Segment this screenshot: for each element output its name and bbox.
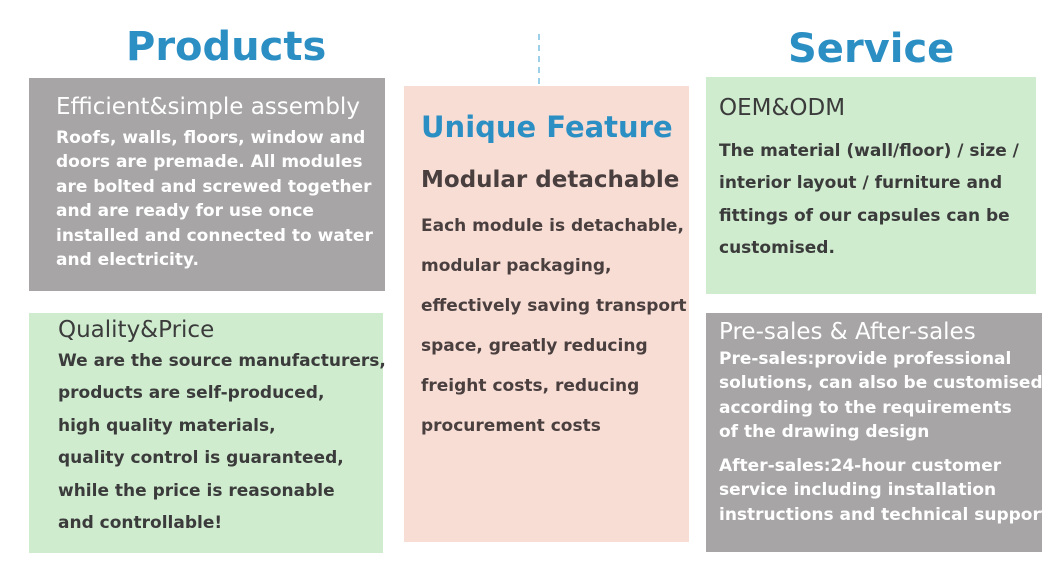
quality-price-card: Quality&Price We are the source manufact… bbox=[29, 313, 386, 553]
presales-line: according to the requirements bbox=[719, 397, 1012, 418]
oem-line: interior layout / furniture and bbox=[719, 173, 1003, 194]
unique-feature-heading: Unique Feature bbox=[421, 110, 673, 144]
quality-line: We are the source manufacturers, bbox=[58, 350, 386, 371]
oem-line: The material (wall/floor) / size / bbox=[719, 140, 1019, 161]
pre-after-sales-card: Pre-sales & After-sales Pre-sales:provid… bbox=[706, 313, 1049, 552]
quality-line: high quality materials, bbox=[58, 415, 276, 436]
pre-after-sales-title: Pre-sales & After-sales bbox=[719, 319, 976, 345]
quality-line: quality control is guaranteed, bbox=[58, 448, 344, 469]
efficient-line: and are ready for use once bbox=[56, 201, 314, 222]
aftersales-line: After-sales:24-hour customer bbox=[719, 455, 1002, 476]
unique-line: freight costs, reducing bbox=[421, 376, 640, 397]
quality-line: while the price is reasonable bbox=[58, 480, 335, 501]
quality-price-text: We are the source manufacturers, product… bbox=[58, 345, 386, 540]
presales-line: of the drawing design bbox=[719, 422, 930, 443]
aftersales-line: instructions and technical support bbox=[719, 504, 1049, 525]
quality-price-title: Quality&Price bbox=[58, 317, 215, 343]
unique-line: procurement costs bbox=[421, 416, 601, 437]
oem-line: fittings of our capsules can be bbox=[719, 205, 1010, 226]
modular-detachable-title: Modular detachable bbox=[421, 166, 680, 193]
efficient-line: and electricity. bbox=[56, 250, 199, 271]
oem-line: customised. bbox=[719, 238, 835, 259]
efficient-assembly-title: Efficient&simple assembly bbox=[56, 94, 360, 120]
quality-line: products are self-produced, bbox=[58, 383, 325, 404]
aftersales-text: After-sales:24-hour customer service inc… bbox=[719, 454, 1049, 528]
modular-detachable-text: Each module is detachable, modular packa… bbox=[421, 206, 689, 446]
unique-line: Each module is detachable, bbox=[421, 216, 684, 237]
oem-odm-text: The material (wall/floor) / size / inter… bbox=[719, 135, 1036, 265]
oem-odm-title: OEM&ODM bbox=[719, 95, 846, 121]
unique-feature-card: Unique Feature Modular detachable Each m… bbox=[404, 86, 689, 542]
unique-line: space, greatly reducing bbox=[421, 336, 648, 357]
oem-odm-card: OEM&ODM The material (wall/floor) / size… bbox=[706, 77, 1036, 294]
quality-line: and controllable! bbox=[58, 513, 223, 534]
presales-text: Pre-sales:provide professional solutions… bbox=[719, 347, 1043, 445]
efficient-assembly-card: Efficient&simple assembly Roofs, walls, … bbox=[29, 78, 385, 291]
unique-line: modular packaging, bbox=[421, 256, 612, 277]
efficient-assembly-text: Roofs, walls, floors, window and doors a… bbox=[56, 126, 385, 273]
unique-line: effectively saving transport bbox=[421, 296, 687, 317]
aftersales-line: service including installation bbox=[719, 480, 997, 501]
service-heading: Service bbox=[788, 26, 955, 72]
efficient-line: doors are premade. All modules bbox=[56, 152, 363, 173]
dashed-divider bbox=[538, 34, 540, 84]
presales-line: solutions, can also be customised bbox=[719, 373, 1043, 394]
efficient-line: installed and connected to water bbox=[56, 225, 373, 246]
presales-line: Pre-sales:provide professional bbox=[719, 348, 1012, 369]
efficient-line: Roofs, walls, floors, window and bbox=[56, 127, 366, 148]
products-heading: Products bbox=[126, 24, 327, 70]
efficient-line: are bolted and screwed together bbox=[56, 176, 372, 197]
